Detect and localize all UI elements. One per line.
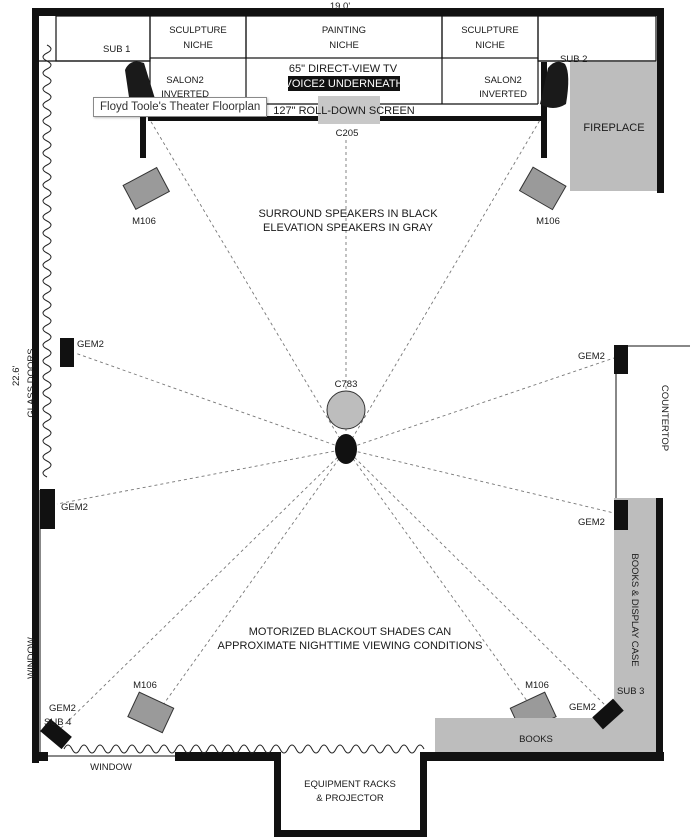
sculpture-niche-left-line1: SCULPTURE: [169, 25, 227, 36]
room-depth-label: 22.6': [11, 366, 22, 386]
surround-speakers: [40, 338, 628, 750]
sub3-label: SUB 3: [617, 686, 644, 697]
bottom-window-label: WINDOW: [90, 762, 132, 773]
surround-speaker-left-front: [60, 338, 74, 367]
shades-note-line2: APPROXIMATE NIGHTTIME VIEWING CONDITIONS: [217, 640, 482, 652]
front-right-pillar: [541, 108, 547, 158]
floorplan-title-tooltip: Floyd Toole's Theater Floorplan: [93, 97, 268, 117]
listener-seat: [335, 434, 357, 464]
books-shelf: [435, 718, 656, 752]
fireplace-label: FIREPLACE: [583, 122, 644, 134]
fireplace: [570, 62, 657, 191]
sculpture-niche-right-line1: SCULPTURE: [461, 25, 519, 36]
room-walls: [32, 8, 664, 837]
surround-speaker-right-front: [614, 345, 628, 374]
equipment-label-line1: EQUIPMENT RACKS: [304, 779, 396, 790]
sub2-label: SUB 2: [560, 54, 587, 65]
speaker-note-line1: SURROUND SPEAKERS IN BLACK: [258, 208, 438, 220]
voice-underneath-label: VOICE2 UNDERNEATH: [285, 78, 404, 90]
gem2-label-left-front: GEM2: [77, 339, 104, 350]
overhead-speaker-label: C783: [335, 379, 358, 390]
elevation-speakers: [122, 166, 567, 734]
gem2-label-right-front: GEM2: [578, 351, 605, 362]
voice-underneath-box: [288, 76, 400, 91]
salon-left-speaker: [125, 61, 156, 108]
surround-speaker-back-left: [40, 718, 72, 750]
elevation-speaker-front-right: [518, 166, 567, 211]
center-speaker-c205: [318, 96, 380, 124]
glass-doors-coil: [42, 44, 52, 478]
bottom-window-coil: [63, 744, 425, 754]
countertop-label: COUNTERTOP: [659, 385, 670, 451]
left-window-label: WINDOW: [26, 637, 37, 679]
glass-doors-label: GLASS DOORS: [26, 348, 37, 417]
surround-speaker-left-rear: [40, 489, 55, 529]
sculpture-niche-right-line2: NICHE: [475, 40, 505, 51]
salon-right-line2: INVERTED: [479, 89, 527, 100]
front-left-pillar: [140, 108, 146, 158]
salon-left-line1: SALON2: [166, 75, 204, 86]
salon-right-speaker: [540, 61, 569, 108]
surround-speaker-right-rear: [614, 500, 628, 530]
m106-label-rear-right: M106: [525, 680, 549, 691]
sight-lines: [56, 119, 615, 733]
screen-label: 127" ROLL-DOWN SCREEN: [273, 105, 414, 117]
books-label: BOOKS: [519, 734, 553, 745]
overhead-speaker-c783: [326, 390, 366, 430]
gem2-label-back-right: GEM2: [569, 702, 596, 713]
elevation-speaker-front-left: [122, 166, 171, 210]
gem2-label-right-rear: GEM2: [578, 517, 605, 528]
sculpture-niche-left-line2: NICHE: [183, 40, 213, 51]
m106-label-front-left: M106: [132, 216, 156, 227]
sub4-label: SUB 4: [44, 717, 71, 728]
salon-left-line2: INVERTED: [161, 89, 209, 100]
painting-niche-line1: PAINTING: [322, 25, 366, 36]
center-speaker-label: C205: [336, 128, 359, 139]
elevation-speaker-rear-left: [127, 691, 175, 734]
tv-label: 65" DIRECT-VIEW TV: [289, 63, 398, 75]
equipment-label-line2: & PROJECTOR: [316, 793, 384, 804]
sub1-label: SUB 1: [103, 44, 130, 55]
room-width-label: 19.0': [330, 1, 350, 12]
m106-label-front-right: M106: [536, 216, 560, 227]
surround-speaker-back-right: [592, 698, 624, 730]
shades-note-line1: MOTORIZED BLACKOUT SHADES CAN: [249, 626, 452, 638]
painting-niche-line2: NICHE: [329, 40, 359, 51]
books-display-case-label: BOOKS & DISPLAY CASE: [629, 553, 640, 666]
gem2-label-left-rear: GEM2: [61, 502, 88, 513]
gem2-label-back-left: GEM2: [49, 703, 76, 714]
front-wall-niches: [39, 15, 657, 105]
speaker-note-line2: ELEVATION SPEAKERS IN GRAY: [263, 222, 434, 234]
m106-label-rear-left: M106: [133, 680, 157, 691]
salon-right-line1: SALON2: [484, 75, 522, 86]
